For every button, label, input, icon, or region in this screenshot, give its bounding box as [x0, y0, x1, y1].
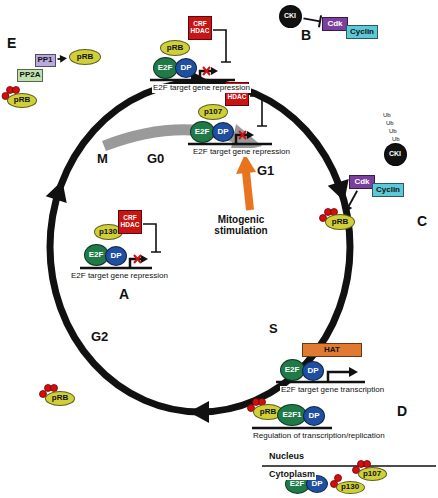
annotation-text: Mitogenic stimulation [203, 214, 279, 236]
node-text: CKI [389, 150, 401, 157]
node-text: DP [307, 367, 318, 375]
node-text: pRB [52, 394, 68, 402]
node-text: Cyclin [350, 28, 374, 36]
node-text: Cdk [327, 20, 342, 28]
cyclin-box: Cyclin [346, 25, 378, 39]
corepressor-box: CRFHDAC [118, 210, 142, 234]
node-text: PP1 [37, 56, 52, 64]
node-text: DP [311, 480, 322, 488]
node-text: CRF [123, 215, 136, 222]
mitogen-arrowhead [236, 154, 256, 174]
e2f-oval: E2F [153, 57, 178, 79]
connector [319, 15, 321, 27]
node-text: E2F [158, 64, 173, 72]
phase-label: B [300, 28, 312, 43]
annotation-text: Cytoplasm [268, 470, 316, 480]
annotation-text: E2F target gene transcription [280, 386, 385, 395]
connector [348, 191, 357, 207]
dp-oval: DP [175, 58, 197, 78]
mitogen-arrow [246, 172, 250, 210]
dp-oval: DP [303, 406, 325, 426]
ubiquitin-label: Ub [388, 128, 398, 135]
node-text: p107 [363, 470, 381, 478]
pocket-protein-oval: pRB [7, 93, 37, 108]
phase-label: A [118, 287, 130, 302]
node-text: CRF [193, 21, 206, 28]
node-text: p107 [204, 108, 222, 116]
node-text: DP [180, 64, 191, 72]
node-text: HDAC [121, 222, 140, 229]
node-text: HAT [324, 346, 340, 354]
dp-oval: DP [212, 122, 234, 142]
cycle-ring [50, 82, 350, 412]
pocket-protein-oval: p130 [336, 481, 365, 494]
annotation-text: Nucleus [268, 452, 305, 462]
node-text: E2F [89, 251, 104, 259]
connector [60, 55, 67, 63]
node-text: E2F [285, 366, 300, 374]
phosphate-dots [2, 87, 371, 488]
phase-label: M [96, 152, 109, 166]
node-text: E2F [290, 480, 305, 488]
pp-box: PP2A [17, 69, 43, 82]
annotation-text: Regulation of transcription/replication [252, 432, 386, 441]
annotation-text: E2F target gene repression [152, 84, 251, 93]
pocket-protein-oval: p107 [198, 104, 228, 120]
ubiquitin-label: Ub [391, 136, 401, 143]
pocket-protein-oval: pRB [160, 40, 190, 56]
node-text: DP [308, 412, 319, 420]
ubiquitin-label: Ub [382, 112, 392, 119]
node-text: pRB [167, 44, 183, 52]
node-text: pRB [260, 408, 276, 416]
phase-label: G1 [256, 164, 275, 178]
node-text: DP [217, 128, 228, 136]
node-text: E2F1 [282, 411, 301, 419]
node-text: HDAC [191, 28, 210, 35]
node-text: Cdk [354, 178, 369, 186]
dp-oval: DP [105, 246, 127, 266]
cki-circle: CKI [279, 5, 302, 28]
cyclin-box: Cyclin [372, 183, 404, 197]
cdk-box: Cdk [322, 17, 348, 31]
ubiquitin-label: Ub [385, 120, 395, 127]
pp-box: PP1 [35, 54, 56, 67]
pocket-protein-oval: pRB [69, 49, 101, 65]
node-text: pRB [332, 218, 348, 226]
phase-label: C [416, 214, 428, 229]
pocket-protein-oval: p107 [358, 467, 387, 481]
node-text: HDAC [228, 94, 247, 101]
connector [345, 204, 352, 212]
phase-label: G0 [146, 152, 165, 166]
corepressor-box: CRFHDAC [188, 16, 212, 40]
pocket-protein-oval: pRB [325, 214, 355, 230]
annotation-text: E2F target gene repression [70, 272, 169, 281]
node-text: pRB [77, 53, 93, 61]
node-text: PP2A [20, 71, 41, 79]
phase-label: E [6, 36, 17, 51]
node-text: E2F [195, 128, 210, 136]
cki-circle: CKI [384, 143, 407, 166]
node-text: DP [110, 252, 121, 260]
cycle-arrowheads [46, 71, 355, 423]
nuclear-membrane [262, 465, 436, 467]
e2f-oval: E2F [190, 121, 215, 143]
dp-oval: DP [302, 361, 324, 381]
node-text: pRB [14, 96, 30, 104]
e2f-oval: E2F [280, 359, 305, 381]
phase-label: D [396, 404, 408, 419]
dna-line [252, 427, 332, 430]
pocket-protein-oval: pRB [45, 391, 75, 406]
phase-label: S [268, 322, 279, 336]
node-text: Cyclin [376, 186, 400, 194]
hat-box: HAT [302, 343, 362, 357]
node-text: CKI [284, 12, 296, 19]
annotation-text: E2F target gene repression [192, 148, 291, 157]
node-text: p130 [341, 483, 359, 491]
node-text: p130 [99, 228, 117, 236]
phase-label: G2 [90, 330, 109, 344]
connector [303, 18, 320, 21]
